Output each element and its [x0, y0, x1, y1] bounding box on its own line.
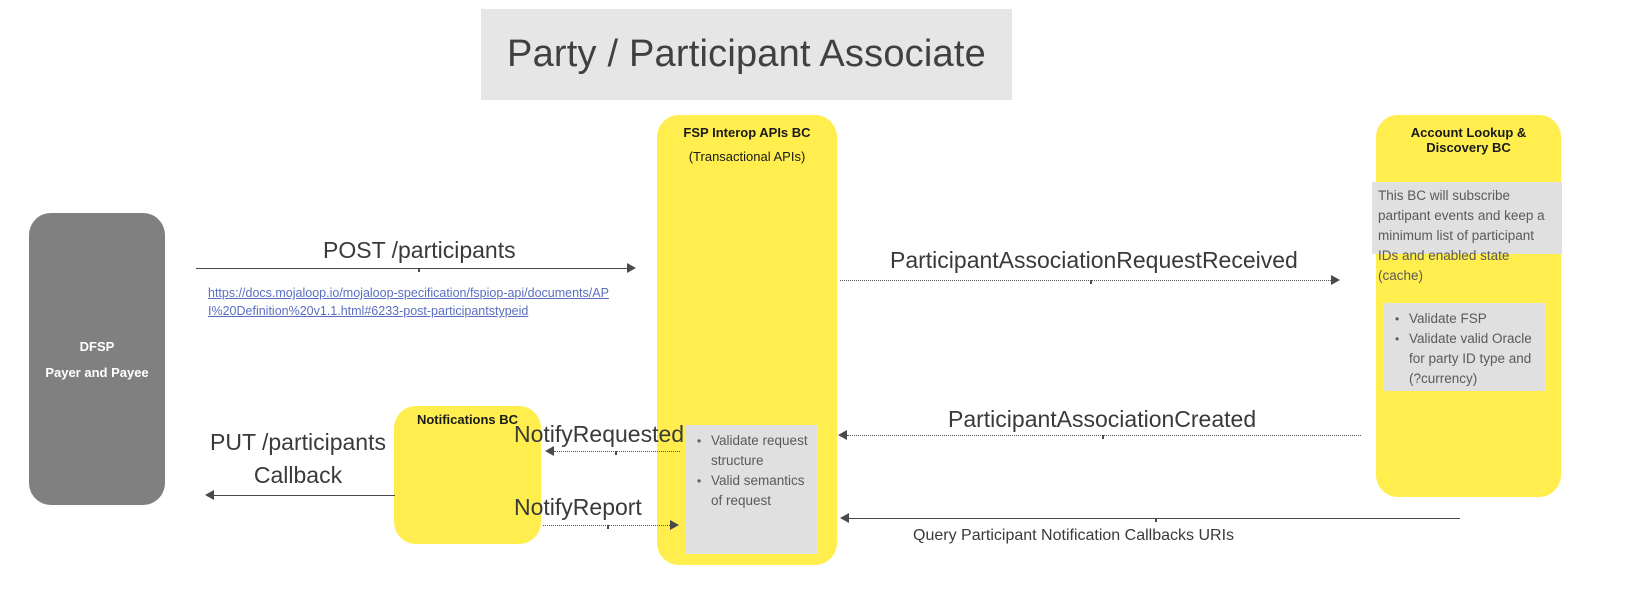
note-ald-cache: This BC will subscribe partipant events …: [1372, 182, 1562, 283]
connector-notify-requested: [545, 446, 680, 461]
lane-fsp-interop-title: FSP Interop APIs BC: [683, 125, 811, 140]
list-item: Validate valid Oracle for party ID type …: [1395, 329, 1540, 389]
list-item: Validate FSP: [1395, 309, 1540, 329]
connector-participant-association-created: [838, 430, 1362, 445]
list-item: Valid semantics of request: [697, 471, 812, 511]
note-ald-bullets: Validate FSP Validate valid Oracle for p…: [1383, 303, 1546, 391]
lane-notifications-bc: Notifications BC: [394, 406, 541, 544]
page-title: Party / Participant Associate: [507, 33, 986, 75]
flow-label-put-participants-line1: PUT /participants: [210, 429, 386, 455]
flow-label-participant-association-created: ParticipantAssociationCreated: [948, 406, 1257, 432]
connector-notify-report: [543, 520, 683, 535]
link-fspiop-post-participants[interactable]: https://docs.mojaloop.io/mojaloop-specif…: [208, 286, 609, 318]
list-item: Validate request structure: [697, 431, 812, 471]
lane-dfsp: DFSP Payer and Payee: [29, 213, 165, 505]
lane-fsp-interop-subtitle: (Transactional APIs): [688, 149, 806, 164]
lane-account-lookup-title: Account Lookup & Discovery BC: [1410, 125, 1527, 155]
flow-label-notify-report: NotifyReport: [514, 494, 642, 520]
lane-notifications-title: Notifications BC: [416, 412, 519, 427]
flow-label-query-participant-notification: Query Participant Notification Callbacks…: [913, 527, 1235, 544]
lane-dfsp-subtitle: Payer and Payee: [45, 365, 149, 380]
connector-participant-association-request-received: [840, 275, 1344, 290]
note-ald-cache-text: This BC will subscribe partipant events …: [1378, 188, 1545, 283]
flow-label-post-participants: POST /participants: [323, 237, 516, 263]
flow-label-notify-requested: NotifyRequested: [514, 421, 685, 447]
note-interop-bullet-list: Validate request structure Valid semanti…: [691, 431, 812, 511]
connector-post-participants: [196, 263, 640, 278]
note-ald-bullet-list: Validate FSP Validate valid Oracle for p…: [1389, 309, 1540, 389]
connector-put-participants-callback: [205, 490, 395, 505]
flow-label-put-participants-line2: Callback: [253, 462, 343, 488]
connector-query-participant-notification: [840, 513, 1460, 528]
lane-dfsp-title: DFSP: [79, 339, 115, 354]
note-interop-bullets: Validate request structure Valid semanti…: [685, 425, 818, 554]
diagram-title-banner: Party / Participant Associate: [481, 9, 1012, 100]
flow-label-participant-association-request-received: ParticipantAssociationRequestReceived: [890, 247, 1298, 273]
